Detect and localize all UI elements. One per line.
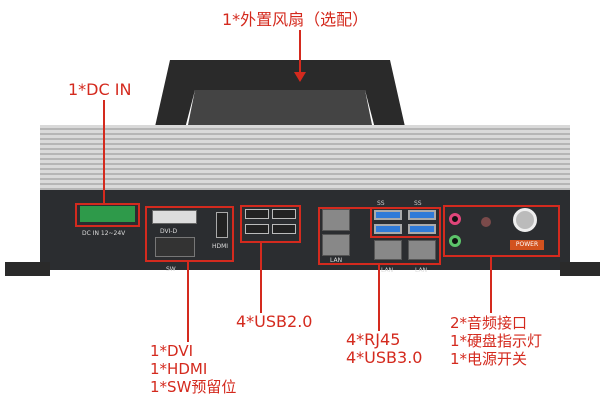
misc-label: 2*音频接口 1*硬盘指示灯 1*电源开关 <box>450 314 543 368</box>
usb2-port <box>272 209 296 219</box>
hdmi-port <box>216 212 228 238</box>
dc-label: DC IN 12~24V <box>82 230 126 237</box>
usb2-label: 4*USB2.0 <box>236 312 313 331</box>
heatsink-top <box>40 125 570 192</box>
usb3-highlight <box>370 207 441 238</box>
net-label: 4*RJ45 4*USB3.0 <box>346 330 423 367</box>
lan-label: LAN <box>415 267 428 274</box>
ss-label: SS <box>414 200 422 207</box>
video-label: 1*DVI 1*HDMI 1*SW预留位 <box>150 342 237 396</box>
rj45-port <box>374 240 402 260</box>
sw-slot <box>155 237 195 257</box>
usb2-port <box>245 224 269 234</box>
fan-label: 1*外置风扇（选配） <box>222 10 369 29</box>
video-highlight <box>145 206 234 262</box>
lan-label: LAN <box>330 257 343 264</box>
net-leader <box>378 265 380 331</box>
usb3-port <box>374 224 402 234</box>
mic-jack <box>449 213 461 225</box>
usb2-highlight <box>240 205 301 243</box>
usb2-port <box>245 209 269 219</box>
dc-leader <box>103 100 105 204</box>
headphone-jack <box>449 235 461 247</box>
sw-label: SW <box>166 266 176 273</box>
usb3-port <box>408 210 436 220</box>
fan-handle <box>152 60 408 140</box>
dvi-label: DVI-D <box>160 228 178 235</box>
hdmi-label: HDMI <box>212 243 229 250</box>
rj45-port <box>322 209 350 231</box>
usb3-port <box>408 224 436 234</box>
arrow-head-icon <box>294 72 306 82</box>
usb2-leader <box>260 243 262 313</box>
left-foot <box>5 262 50 276</box>
power-button[interactable] <box>513 208 537 232</box>
dcin-label: 1*DC IN <box>68 80 132 99</box>
fan-leader <box>299 30 301 76</box>
ss-label: SS <box>377 200 385 207</box>
misc-leader <box>490 257 492 313</box>
right-foot <box>560 262 600 276</box>
lan-label: LAN <box>381 267 394 274</box>
video-leader <box>187 262 189 342</box>
dc-in-connector <box>80 206 135 222</box>
power-badge: POWER <box>510 240 544 250</box>
usb2-port <box>272 224 296 234</box>
rj45-port <box>408 240 436 260</box>
dvi-port <box>152 210 197 224</box>
dc-in-highlight <box>75 203 140 227</box>
usb3-port <box>374 210 402 220</box>
rj45-port <box>322 234 350 256</box>
audio-power-highlight <box>443 205 560 257</box>
hdd-led <box>481 217 491 227</box>
